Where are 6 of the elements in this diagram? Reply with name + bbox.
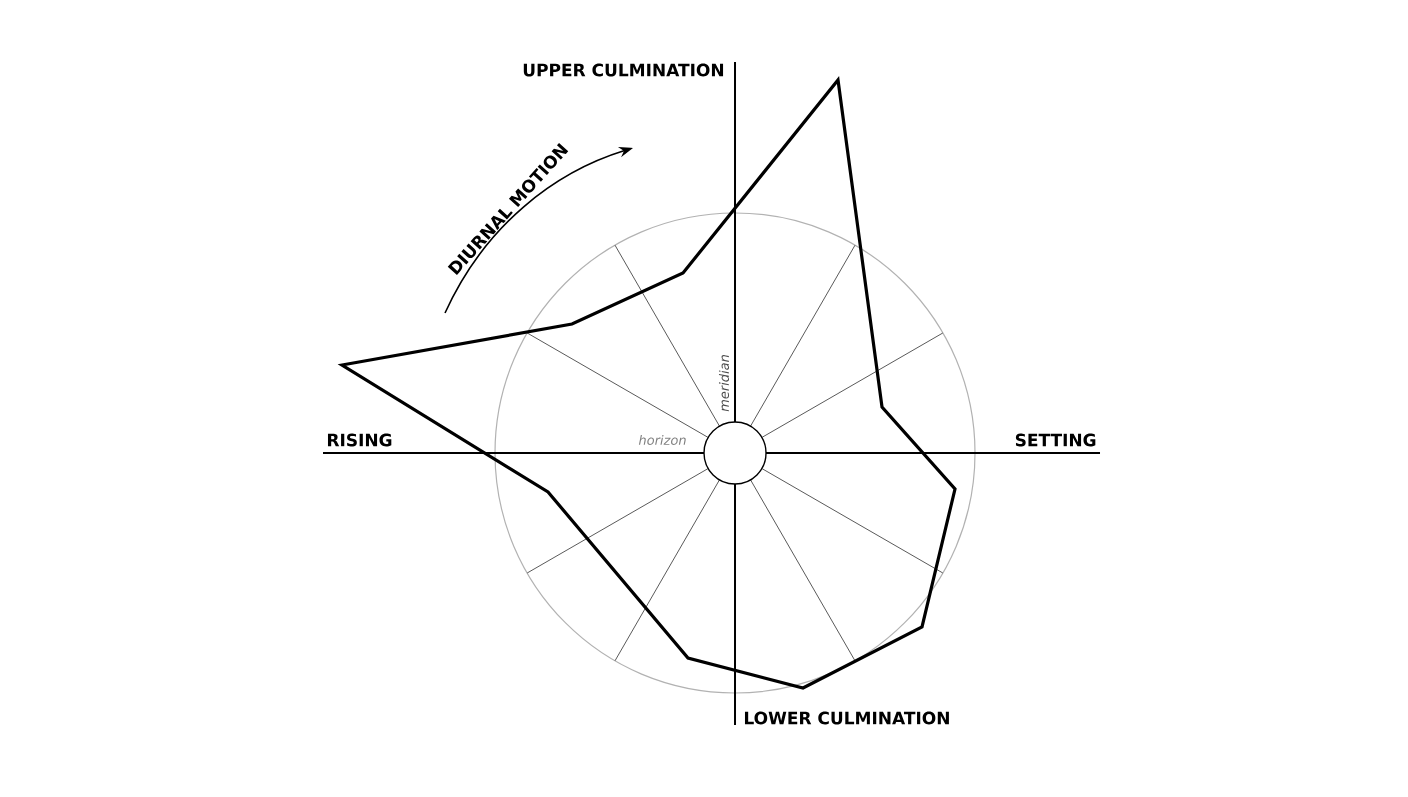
axis-label: SETTING (1015, 433, 1096, 447)
axis-label: RISING (328, 433, 392, 447)
axis-label: LOWER CULMINATION (745, 711, 949, 725)
axis-label: UPPER CULMINATION (523, 63, 724, 77)
axis-label: horizon (638, 434, 686, 446)
axis-label: meridian (718, 355, 730, 412)
